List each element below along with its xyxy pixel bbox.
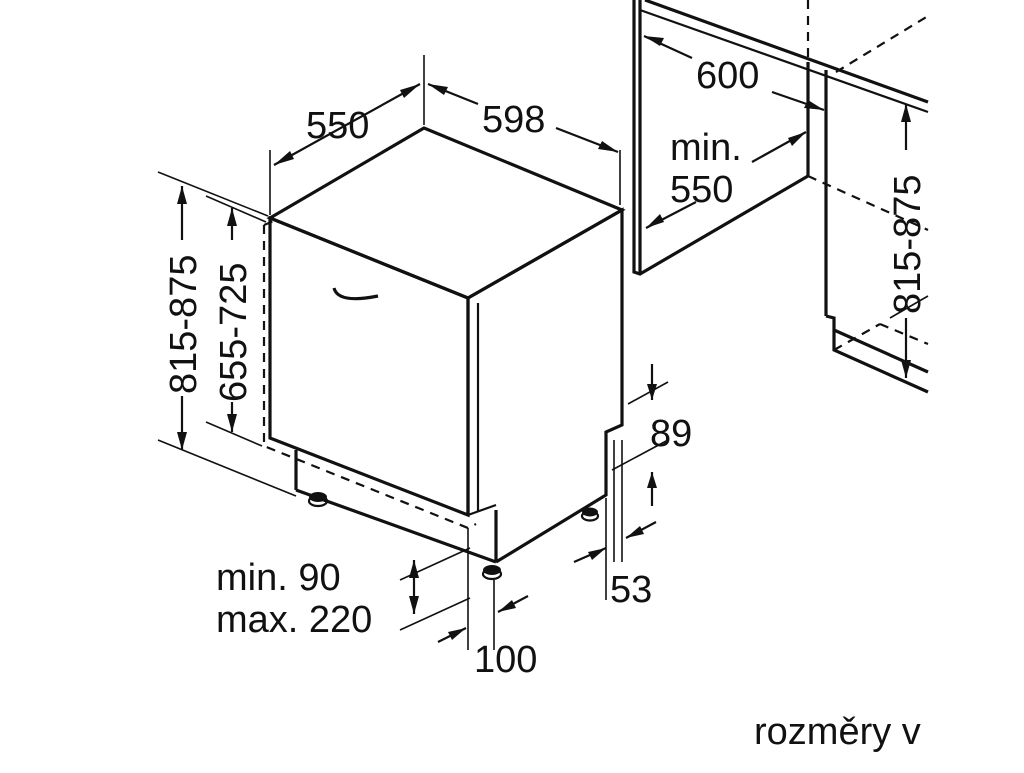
depth-label: 550 [306,105,369,147]
dimension-height-left: 815-875 [157,171,297,497]
plinth-top-label: 89 [650,413,692,455]
niche-depth-label-1: min. [670,127,742,169]
dimension-plinth-height: min. 90 max. 220 [216,547,471,641]
dimension-plinth-inset: 53 [573,498,657,611]
adjustable-feet [307,492,600,581]
dimension-height-right: 815-875 [887,104,929,378]
furniture-front-outline [262,219,477,530]
height-right-label: 815-875 [887,175,929,314]
dimension-niche-depth: min. 550 [645,127,807,229]
dimension-foot-offset: 100 [437,528,537,681]
plinth-inset-label: 53 [610,569,652,611]
height-front-label: 655-725 [213,263,255,402]
dimension-plinth-top: 89 [611,364,692,562]
foot-offset-label: 100 [474,639,537,681]
dimension-depth: 550 [269,55,425,215]
width-label: 598 [482,99,545,141]
units-caption: rozměry v [754,711,921,753]
dishwasher-body [266,126,626,564]
dimension-width: 598 [427,82,621,205]
dimension-niche-width: 600 [643,35,825,112]
plinth-height-label-2: max. 220 [216,599,372,641]
niche-depth-label-2: 550 [670,169,733,211]
dimension-height-front: 655-725 [205,195,267,447]
kitchen-niche [632,0,929,394]
height-left-label: 815-875 [163,255,205,394]
plinth-height-label-1: min. 90 [216,557,341,599]
niche-width-label: 600 [696,55,759,97]
